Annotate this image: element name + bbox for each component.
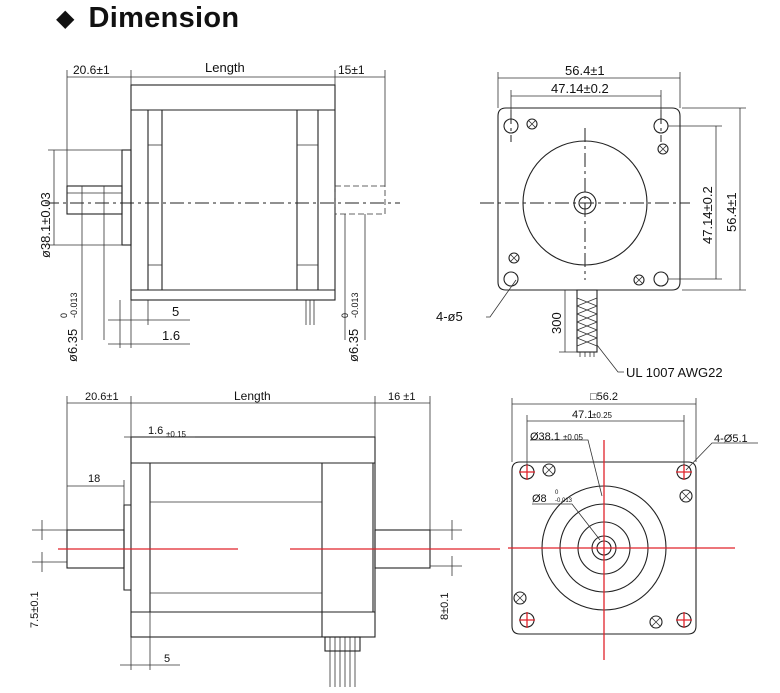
screw-icon — [649, 615, 663, 629]
dim-5-1: 5 — [172, 304, 179, 319]
screw-icon — [633, 274, 645, 286]
mount-hole — [503, 271, 519, 287]
label-lead-wire: UL 1007 AWG22 — [626, 365, 723, 380]
dim-hole-pitch-tol-2: ±0.25 — [592, 411, 613, 420]
dim-length-1: Length — [205, 60, 245, 75]
dim-hole-pitch-1: 47.14±0.2 — [551, 81, 609, 96]
motor-body-outline-2 — [130, 436, 376, 638]
motor-front-view-1: 56.4±1 47.14±0.2 47.14±0.2 56.4±1 4-ø5 3… — [436, 63, 746, 380]
motor-side-view-2: 20.6±1 Length 16 ±1 1.6 ±0.15 18 5 7.5±0… — [29, 389, 500, 687]
dim-rear-shaft-2: 16 ±1 — [388, 391, 415, 403]
dim-pilot-tol-2: ±0.05 — [563, 433, 584, 442]
screw-icon — [679, 489, 693, 503]
dim-rear-shaft-1: 15±1 — [338, 63, 365, 77]
lead-wire-bundle — [576, 289, 598, 353]
motor-face-outline-2 — [511, 461, 697, 635]
dim-pilot-2: Ø38.1 — [530, 431, 560, 443]
section-title: Dimension — [88, 1, 240, 34]
dim-hole-pitch-2: 47.1 — [572, 409, 593, 421]
dim-shaft-tol-upper-2: 0 — [555, 490, 559, 496]
section-heading: ◆ Dimension — [56, 0, 239, 36]
dim-outer-size-2: □56.2 — [590, 391, 618, 403]
dim-pilot-dia-1: ø38.1±0.03 — [38, 192, 53, 258]
rear-shaft — [334, 185, 386, 215]
dim-outer-size-1: 56.4±1 — [565, 63, 605, 78]
screw-icon — [657, 143, 669, 155]
dim-flange-width-1: 20.6±1 — [73, 63, 110, 77]
dim-front-shaft-dia-1: ø6.35 — [65, 329, 80, 362]
dim-1-6-1: 1.6 — [162, 328, 180, 343]
label-holes-2: 4-Ø5.1 — [714, 433, 748, 445]
dim-front-shaft-tol-lower: -0.013 — [69, 292, 79, 318]
mount-hole — [653, 271, 669, 287]
dim-outer-size-vertical-1: 56.4±1 — [724, 192, 739, 232]
motor-front-view-2: □56.2 47.1 ±0.25 Ø38.1 ±0.05 Ø8 0 -0.013… — [508, 391, 758, 660]
screw-icon — [513, 591, 527, 605]
dim-shaft-length-2: 18 — [88, 473, 100, 485]
dim-flange-thickness-tol-2: ±0.15 — [166, 430, 187, 439]
screw-icon — [508, 252, 520, 264]
label-holes-1: 4-ø5 — [436, 309, 463, 324]
dim-shaft-2: Ø8 — [532, 493, 547, 505]
dim-flat-right-2: 8±0.1 — [439, 593, 451, 620]
dim-shaft-tol-lower-2: -0.013 — [555, 498, 573, 504]
dim-rear-shaft-tol-lower: -0.013 — [350, 292, 360, 318]
screw-icon — [526, 118, 538, 130]
dim-rear-shaft-dia-1: ø6.35 — [346, 329, 361, 362]
dim-flange-thickness-2: 1.6 — [148, 425, 163, 437]
dim-flange-width-2: 20.6±1 — [85, 391, 119, 403]
dim-5-2: 5 — [164, 653, 170, 665]
dim-length-2: Length — [234, 389, 271, 403]
diamond-icon: ◆ — [56, 4, 75, 32]
motor-face-outline — [497, 107, 681, 291]
screw-icon — [542, 463, 556, 477]
dim-hole-pitch-vertical-1: 47.14±0.2 — [700, 186, 715, 244]
dim-rear-shaft-tol-upper: 0 — [340, 313, 350, 318]
motor-side-view-1: 20.6±1 Length 15±1 ø38.1±0.03 ø6.35 0 -0… — [38, 60, 400, 362]
dim-flat-left-2: 7.5±0.1 — [29, 591, 41, 628]
dim-front-shaft-tol-upper: 0 — [59, 313, 69, 318]
dim-lead-length: 300 — [549, 312, 564, 334]
front-shaft — [66, 185, 123, 215]
